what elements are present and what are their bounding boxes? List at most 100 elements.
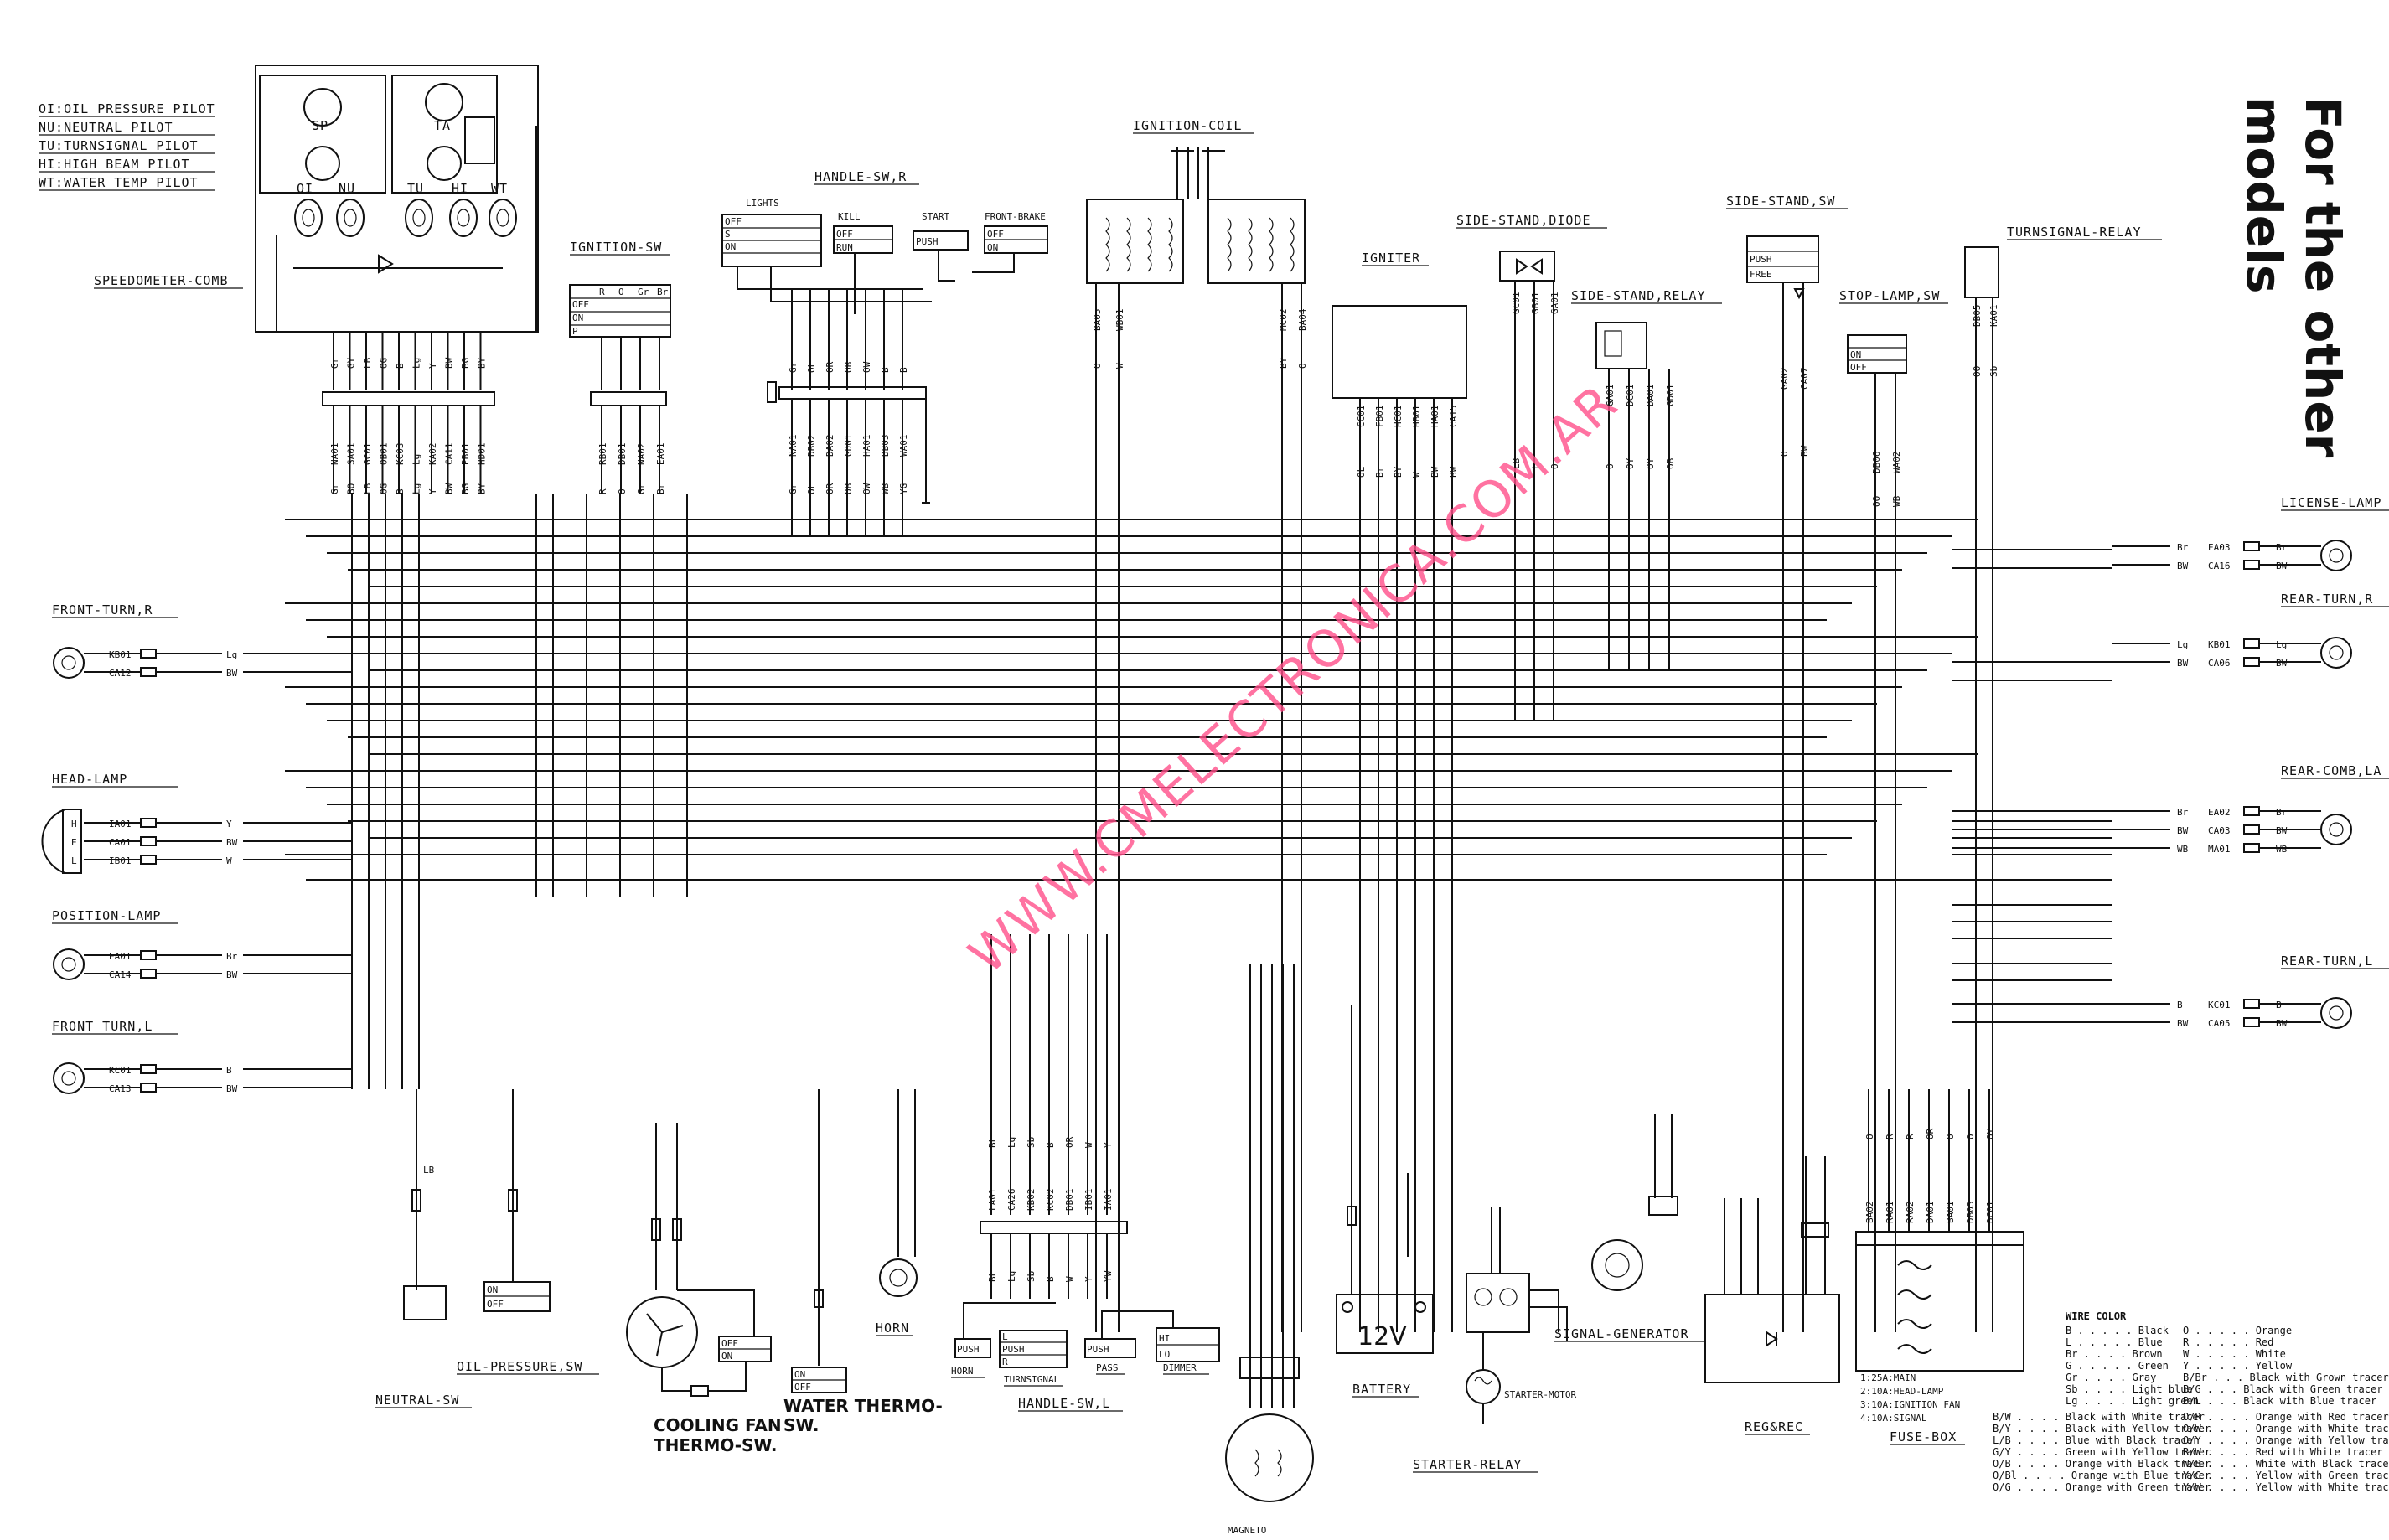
wire-code: KC01: [109, 1065, 132, 1076]
head-lamp-icon: [41, 809, 66, 874]
wire-color-entry: B/G . . . Black with Green tracer: [2183, 1383, 2382, 1395]
fan-connector: [672, 1218, 682, 1241]
wire-code: Sb: [1988, 366, 1999, 377]
handle-wire: [938, 250, 955, 282]
wire-code: BG: [460, 483, 471, 494]
front-turn-left-title: FRONT TURN,L: [52, 1019, 153, 1034]
pilot-lamp-icon: [405, 199, 433, 237]
wire-code: BW: [444, 483, 455, 494]
wire-code: Gr: [329, 357, 340, 369]
wire-code: IB01: [1083, 1189, 1094, 1212]
wire-code: R: [597, 488, 608, 494]
wire-code: BW: [1448, 466, 1459, 478]
wire-code: WB: [1891, 495, 1902, 507]
wire-code: O: [1549, 463, 1560, 469]
wire-code: OO: [1871, 496, 1882, 507]
fan-wire: [677, 1289, 755, 1336]
handle-left-wire: [963, 1302, 1056, 1339]
wire-code: CA15: [1448, 406, 1459, 428]
pilot-lamp-icon: [412, 209, 426, 227]
switch-state: OFF: [836, 229, 853, 240]
wire-code: GD01: [1665, 385, 1676, 407]
wire-code: OY: [1985, 1128, 1996, 1139]
switch-state: OFF: [794, 1382, 811, 1393]
water-thermo-title: WATER THERMO-: [783, 1396, 943, 1416]
wire-code: B: [880, 367, 891, 373]
ignition-connector: [590, 391, 667, 406]
lamp-bulb-icon: [61, 1071, 76, 1086]
wire-code: CA16: [2208, 561, 2231, 571]
wire-code: EA02: [2208, 807, 2231, 818]
wire-code: KA02: [427, 443, 438, 466]
wire-tracer-entry: Y/G . . . . Yellow with Green tracer: [2183, 1470, 2389, 1481]
head-lamp-title: HEAD-LAMP: [52, 772, 127, 787]
wire-code: W: [1064, 1276, 1075, 1282]
front-brake-label: FRONT-BRAKE: [985, 211, 1046, 222]
pilot-lamp-icon: [344, 209, 357, 227]
ignition-coil-right: [1207, 199, 1306, 284]
wire-code: WA02: [1891, 452, 1902, 474]
wire-code: BL: [987, 1136, 998, 1148]
wire-code: KB02: [1026, 1189, 1037, 1212]
switch-state: L: [1002, 1331, 1008, 1342]
wire-code: O: [1297, 363, 1308, 369]
pilot-lamp-icon: [489, 199, 517, 237]
switch-header: Br: [657, 287, 669, 297]
wire-code: KA01: [1988, 305, 1999, 328]
head-lamp-body: [62, 809, 82, 874]
wire-code: YW: [1103, 1270, 1114, 1282]
pilot-lamp-icon: [496, 209, 509, 227]
diode-icon: [1793, 288, 1805, 300]
wire-code: HB01: [1411, 406, 1422, 428]
wire-code: W: [1083, 1142, 1094, 1148]
regulator-rectifier-title: REG&REC: [1745, 1419, 1803, 1434]
wire-code: KC03: [395, 443, 406, 466]
signal-generator-connector: [1648, 1196, 1678, 1216]
wire-code: FB01: [1374, 406, 1385, 428]
switch-state: ON: [794, 1369, 805, 1380]
wire-tracer-entry: O/W . . . . Orange with White tracer: [2183, 1423, 2389, 1434]
pilot-legend-item: NU:NEUTRAL PILOT: [39, 120, 173, 135]
wire-code: HC01: [1393, 406, 1404, 428]
wire-tracer-entry: R/W . . . . Red with White tracer: [2183, 1446, 2382, 1458]
coil-winding-icon: [1126, 217, 1131, 272]
switch-state: OFF: [721, 1338, 738, 1349]
starter-wire: [1529, 1289, 1559, 1332]
wire-tracer-entry: O/R . . . . Orange with Red tracer: [2183, 1411, 2389, 1423]
lamp-bulb-icon: [2329, 548, 2344, 563]
horn-icon: [879, 1258, 918, 1297]
horn-title: HORN: [876, 1320, 909, 1336]
oil-pressure-switch-title: OIL-PRESSURE,SW: [457, 1359, 582, 1374]
wire-code: L: [1530, 463, 1541, 469]
wire-code: OL: [1356, 466, 1367, 478]
pass-switch-table: [1084, 1338, 1136, 1358]
wire-code: CC01: [1356, 406, 1367, 428]
wire-code: B: [1045, 1142, 1056, 1148]
wire-tracer-entry: Y/W . . . . Yellow with White tracer: [2183, 1481, 2389, 1493]
wire-code: KB01: [2208, 639, 2231, 650]
wire-code: KB01: [109, 649, 132, 660]
fuse-icon: [1897, 1319, 1932, 1329]
switch-state: ON: [487, 1284, 498, 1295]
wire-code: BW: [2177, 825, 2189, 836]
switch-state: OFF: [572, 299, 589, 310]
horn-switch-table: [954, 1338, 991, 1358]
wire-code: Lg: [411, 358, 422, 369]
wire-code: Gr: [788, 483, 799, 494]
wire-code: HD01: [477, 443, 488, 466]
switch-state: LO: [1159, 1349, 1170, 1360]
fuse-label: 4:10A:SIGNAL: [1860, 1413, 1927, 1424]
pilot-legend-item: OI:OIL PRESSURE PILOT: [39, 101, 215, 116]
fuse-label: 2:10A:HEAD-LAMP: [1860, 1386, 1944, 1397]
wire-code: B: [395, 488, 406, 494]
connector-pin: [140, 855, 157, 865]
connector-pin: [140, 667, 157, 677]
cooling-fan-thermo-title: THERMO-SW.: [654, 1435, 777, 1455]
fuse-icon: [1897, 1344, 1932, 1354]
wire-code: CA26: [1006, 1189, 1017, 1212]
wire-code: CA13: [109, 1083, 132, 1094]
tachometer-gauge-box: [391, 75, 498, 194]
handle-left-wire: [1101, 1310, 1174, 1339]
wire-code: GA02: [1779, 368, 1790, 390]
wire-code: CA01: [109, 837, 132, 848]
